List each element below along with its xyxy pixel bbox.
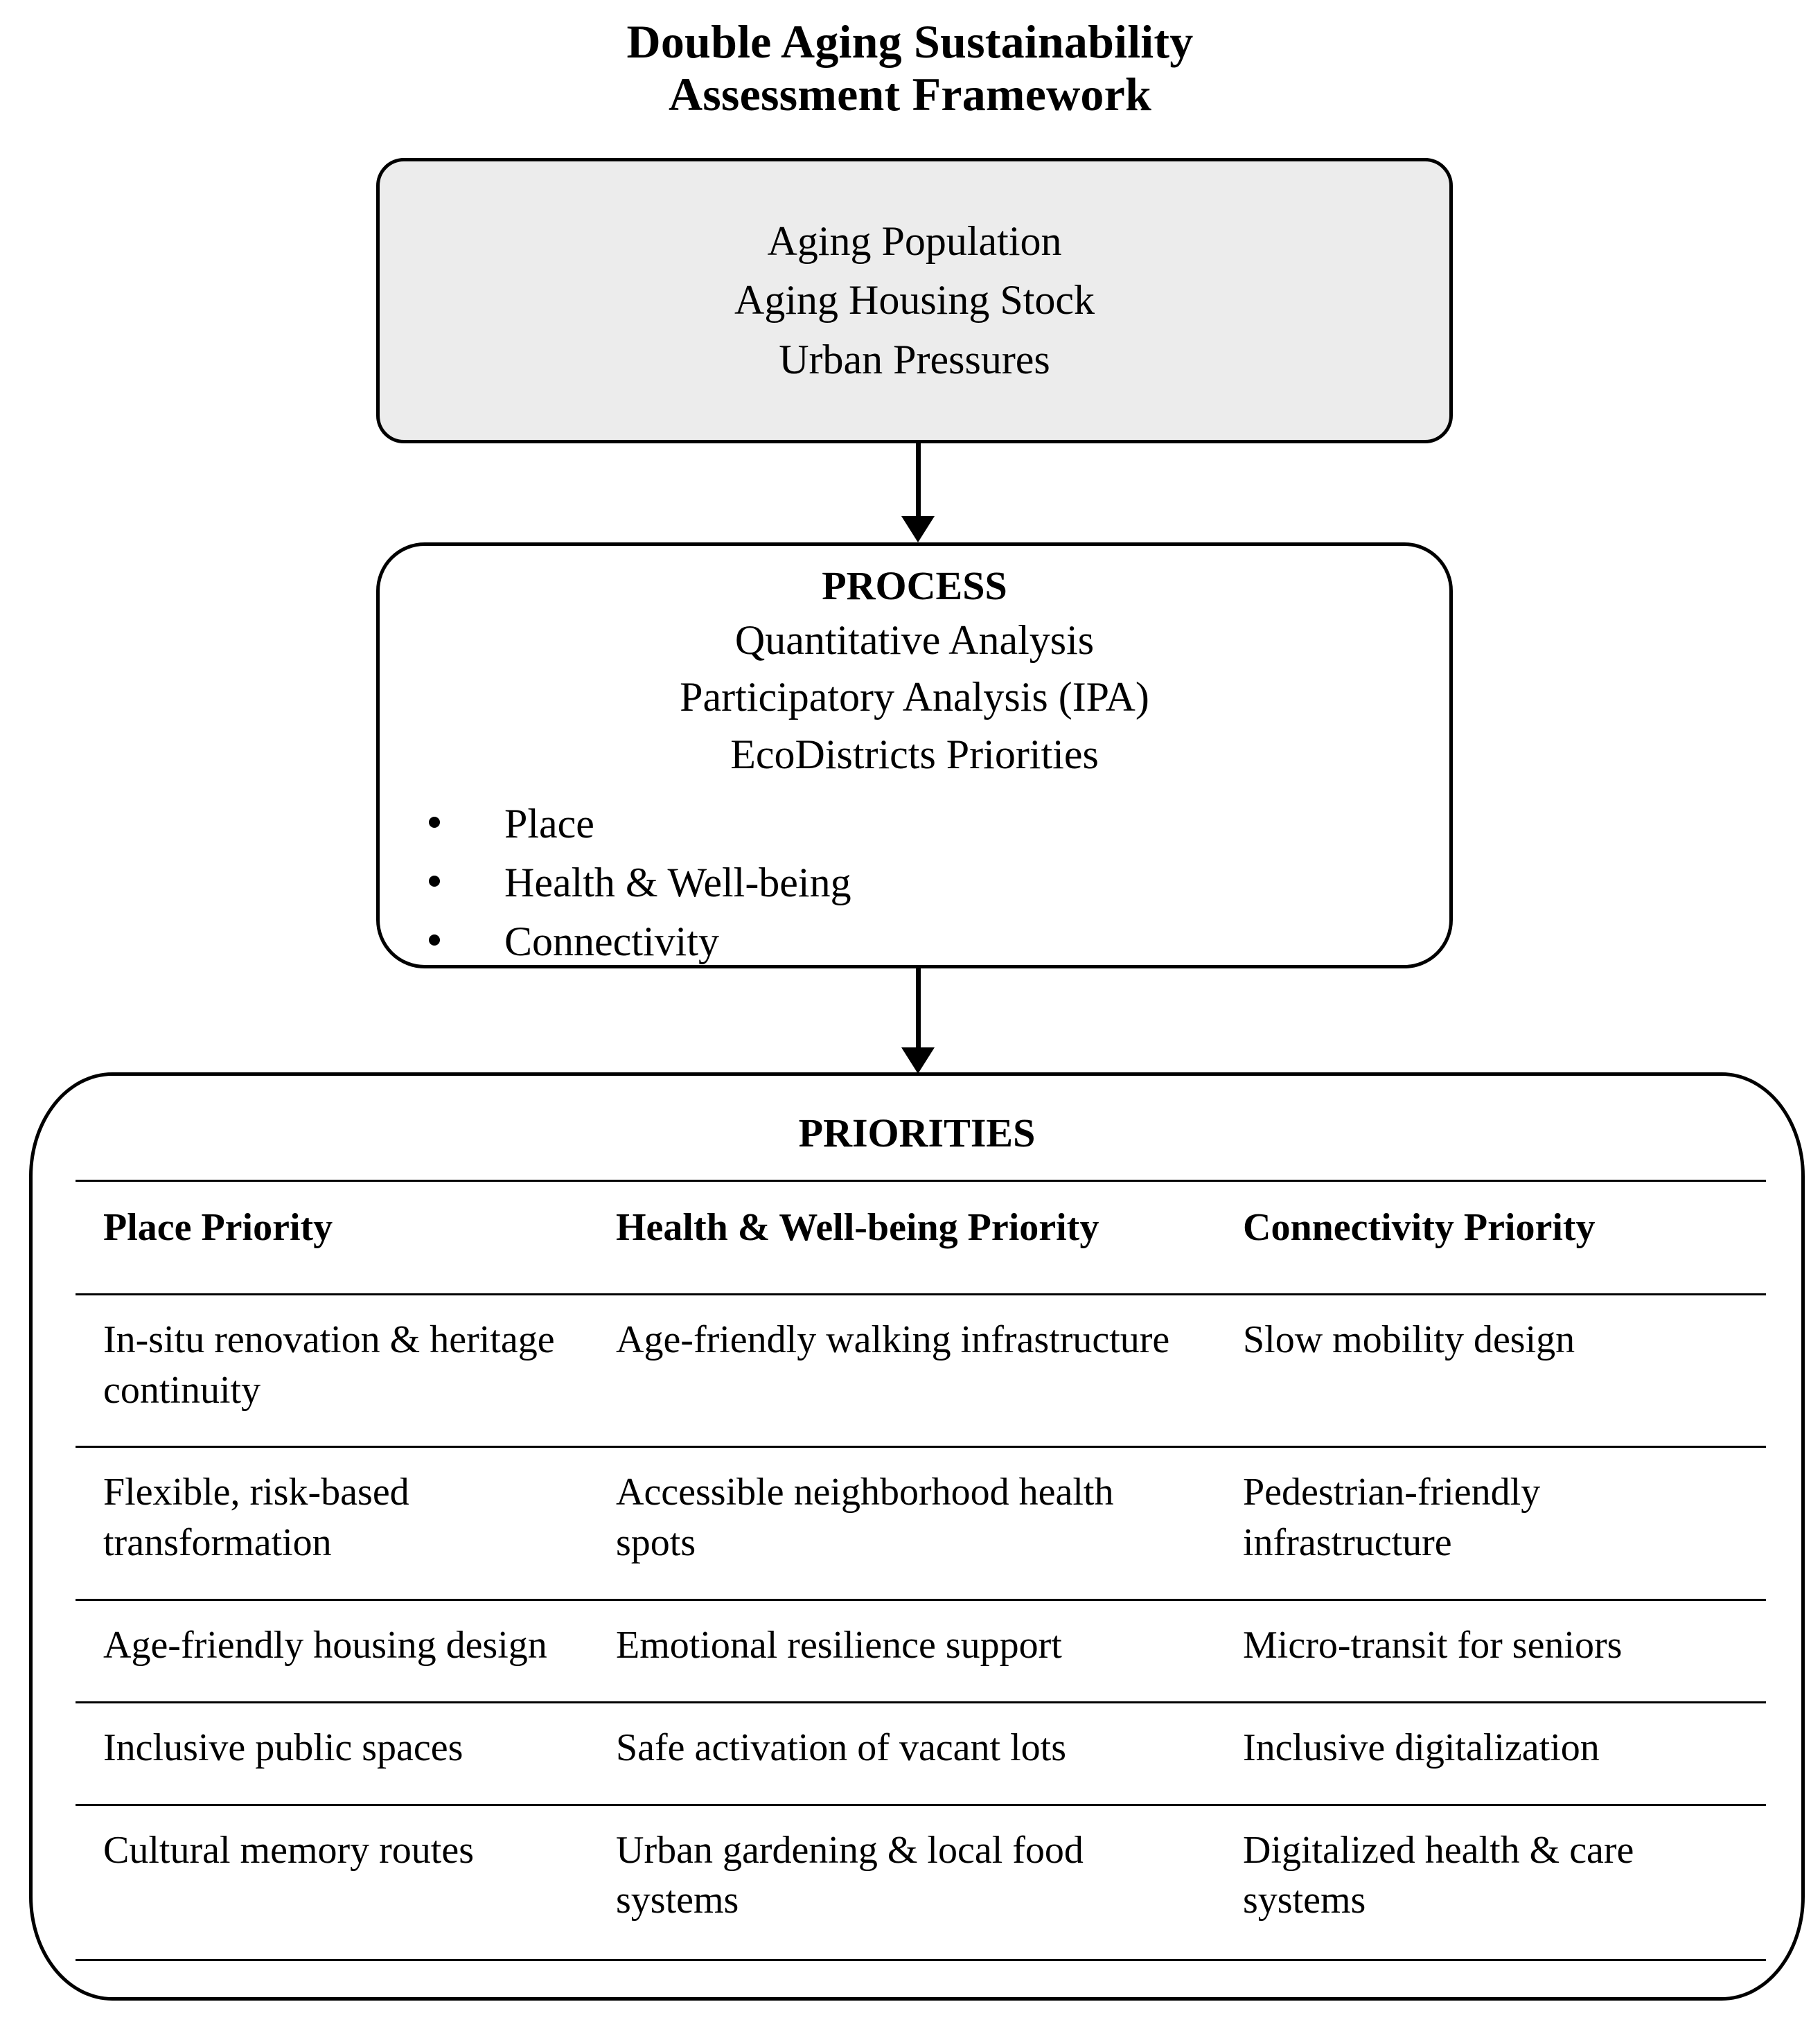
cell-connectivity: Micro-transit for seniors (1215, 1598, 1766, 1703)
cell-connectivity: Digitalized health & care systems (1215, 1803, 1766, 1962)
driver-line-1: Aging Population (767, 218, 1062, 265)
page-title-line-1: Double Aging Sustainability (626, 15, 1194, 68)
process-bullet-label: Connectivity (504, 919, 719, 965)
driver-line-3: Urban Pressures (779, 336, 1050, 382)
arrow-head (901, 516, 935, 542)
process-line-3: EcoDistricts Priorities (730, 732, 1099, 778)
process-heading: PROCESS (822, 563, 1007, 608)
cell-place: Flexible, risk-based transformation (76, 1446, 588, 1600)
column-header-health: Health & Well-being Priority (588, 1180, 1215, 1295)
list-item: Health & Well-being (380, 853, 1449, 912)
process-bullet-label: Health & Well-being (504, 860, 851, 906)
process-bullet-list: Place Health & Well-being Connectivity (380, 795, 1449, 972)
cell-place: Cultural memory routes (76, 1803, 588, 1962)
column-header-place: Place Priority (76, 1180, 588, 1295)
drivers-box: Aging Population Aging Housing Stock Urb… (376, 158, 1453, 443)
table-row: Inclusive public spaces Safe activation … (76, 1701, 1766, 1805)
cell-health: Emotional resilience support (588, 1598, 1215, 1703)
process-bullet-label: Place (504, 800, 594, 847)
arrow-head (901, 1047, 935, 1074)
page-title-line-2: Assessment Framework (668, 68, 1152, 121)
priorities-heading: PRIORITIES (798, 1110, 1036, 1155)
cell-connectivity: Pedestrian-friendly infrastructure (1215, 1446, 1766, 1600)
bullet-dot-icon (429, 816, 440, 828)
list-item: Connectivity (380, 912, 1449, 971)
cell-health: Accessible neighborhood health spots (588, 1446, 1215, 1600)
arrow-shaft (915, 968, 921, 1049)
column-header-connectivity: Connectivity Priority (1215, 1180, 1766, 1295)
table-header-row: Place Priority Health & Well-being Prior… (76, 1180, 1766, 1295)
arrow-shaft (915, 443, 921, 517)
priorities-table: Place Priority Health & Well-being Prior… (76, 1180, 1766, 1962)
list-item: Place (380, 795, 1449, 853)
process-line-1: Quantitative Analysis (734, 617, 1095, 663)
arrow-drivers-to-process-icon (901, 443, 935, 542)
process-box: PROCESS Quantitative Analysis Participat… (376, 542, 1453, 968)
cell-connectivity: Inclusive digitalization (1215, 1701, 1766, 1805)
cell-health: Urban gardening & local food systems (588, 1803, 1215, 1962)
cell-health: Safe activation of vacant lots (588, 1701, 1215, 1805)
bullet-dot-icon (429, 934, 440, 946)
cell-place: Age-friendly housing design (76, 1598, 588, 1703)
page-title: Double Aging Sustainability Assessment F… (0, 15, 1820, 121)
table-row: Flexible, risk-based transformation Acce… (76, 1446, 1766, 1600)
arrow-process-to-priorities-icon (901, 968, 935, 1074)
priorities-box: PRIORITIES Place Priority Health & Well-… (29, 1072, 1805, 2001)
driver-line-2: Aging Housing Stock (734, 277, 1095, 324)
bullet-dot-icon (429, 876, 440, 887)
cell-place: In-situ renovation & heritage continuity (76, 1293, 588, 1447)
cell-health: Age-friendly walking infrastructure (588, 1293, 1215, 1447)
table-row: Cultural memory routes Urban gardening &… (76, 1803, 1766, 1962)
cell-connectivity: Slow mobility design (1215, 1293, 1766, 1447)
table-row: In-situ renovation & heritage continuity… (76, 1293, 1766, 1447)
cell-place: Inclusive public spaces (76, 1701, 588, 1805)
process-line-2: Participatory Analysis (IPA) (680, 674, 1149, 720)
table-row: Age-friendly housing design Emotional re… (76, 1598, 1766, 1703)
